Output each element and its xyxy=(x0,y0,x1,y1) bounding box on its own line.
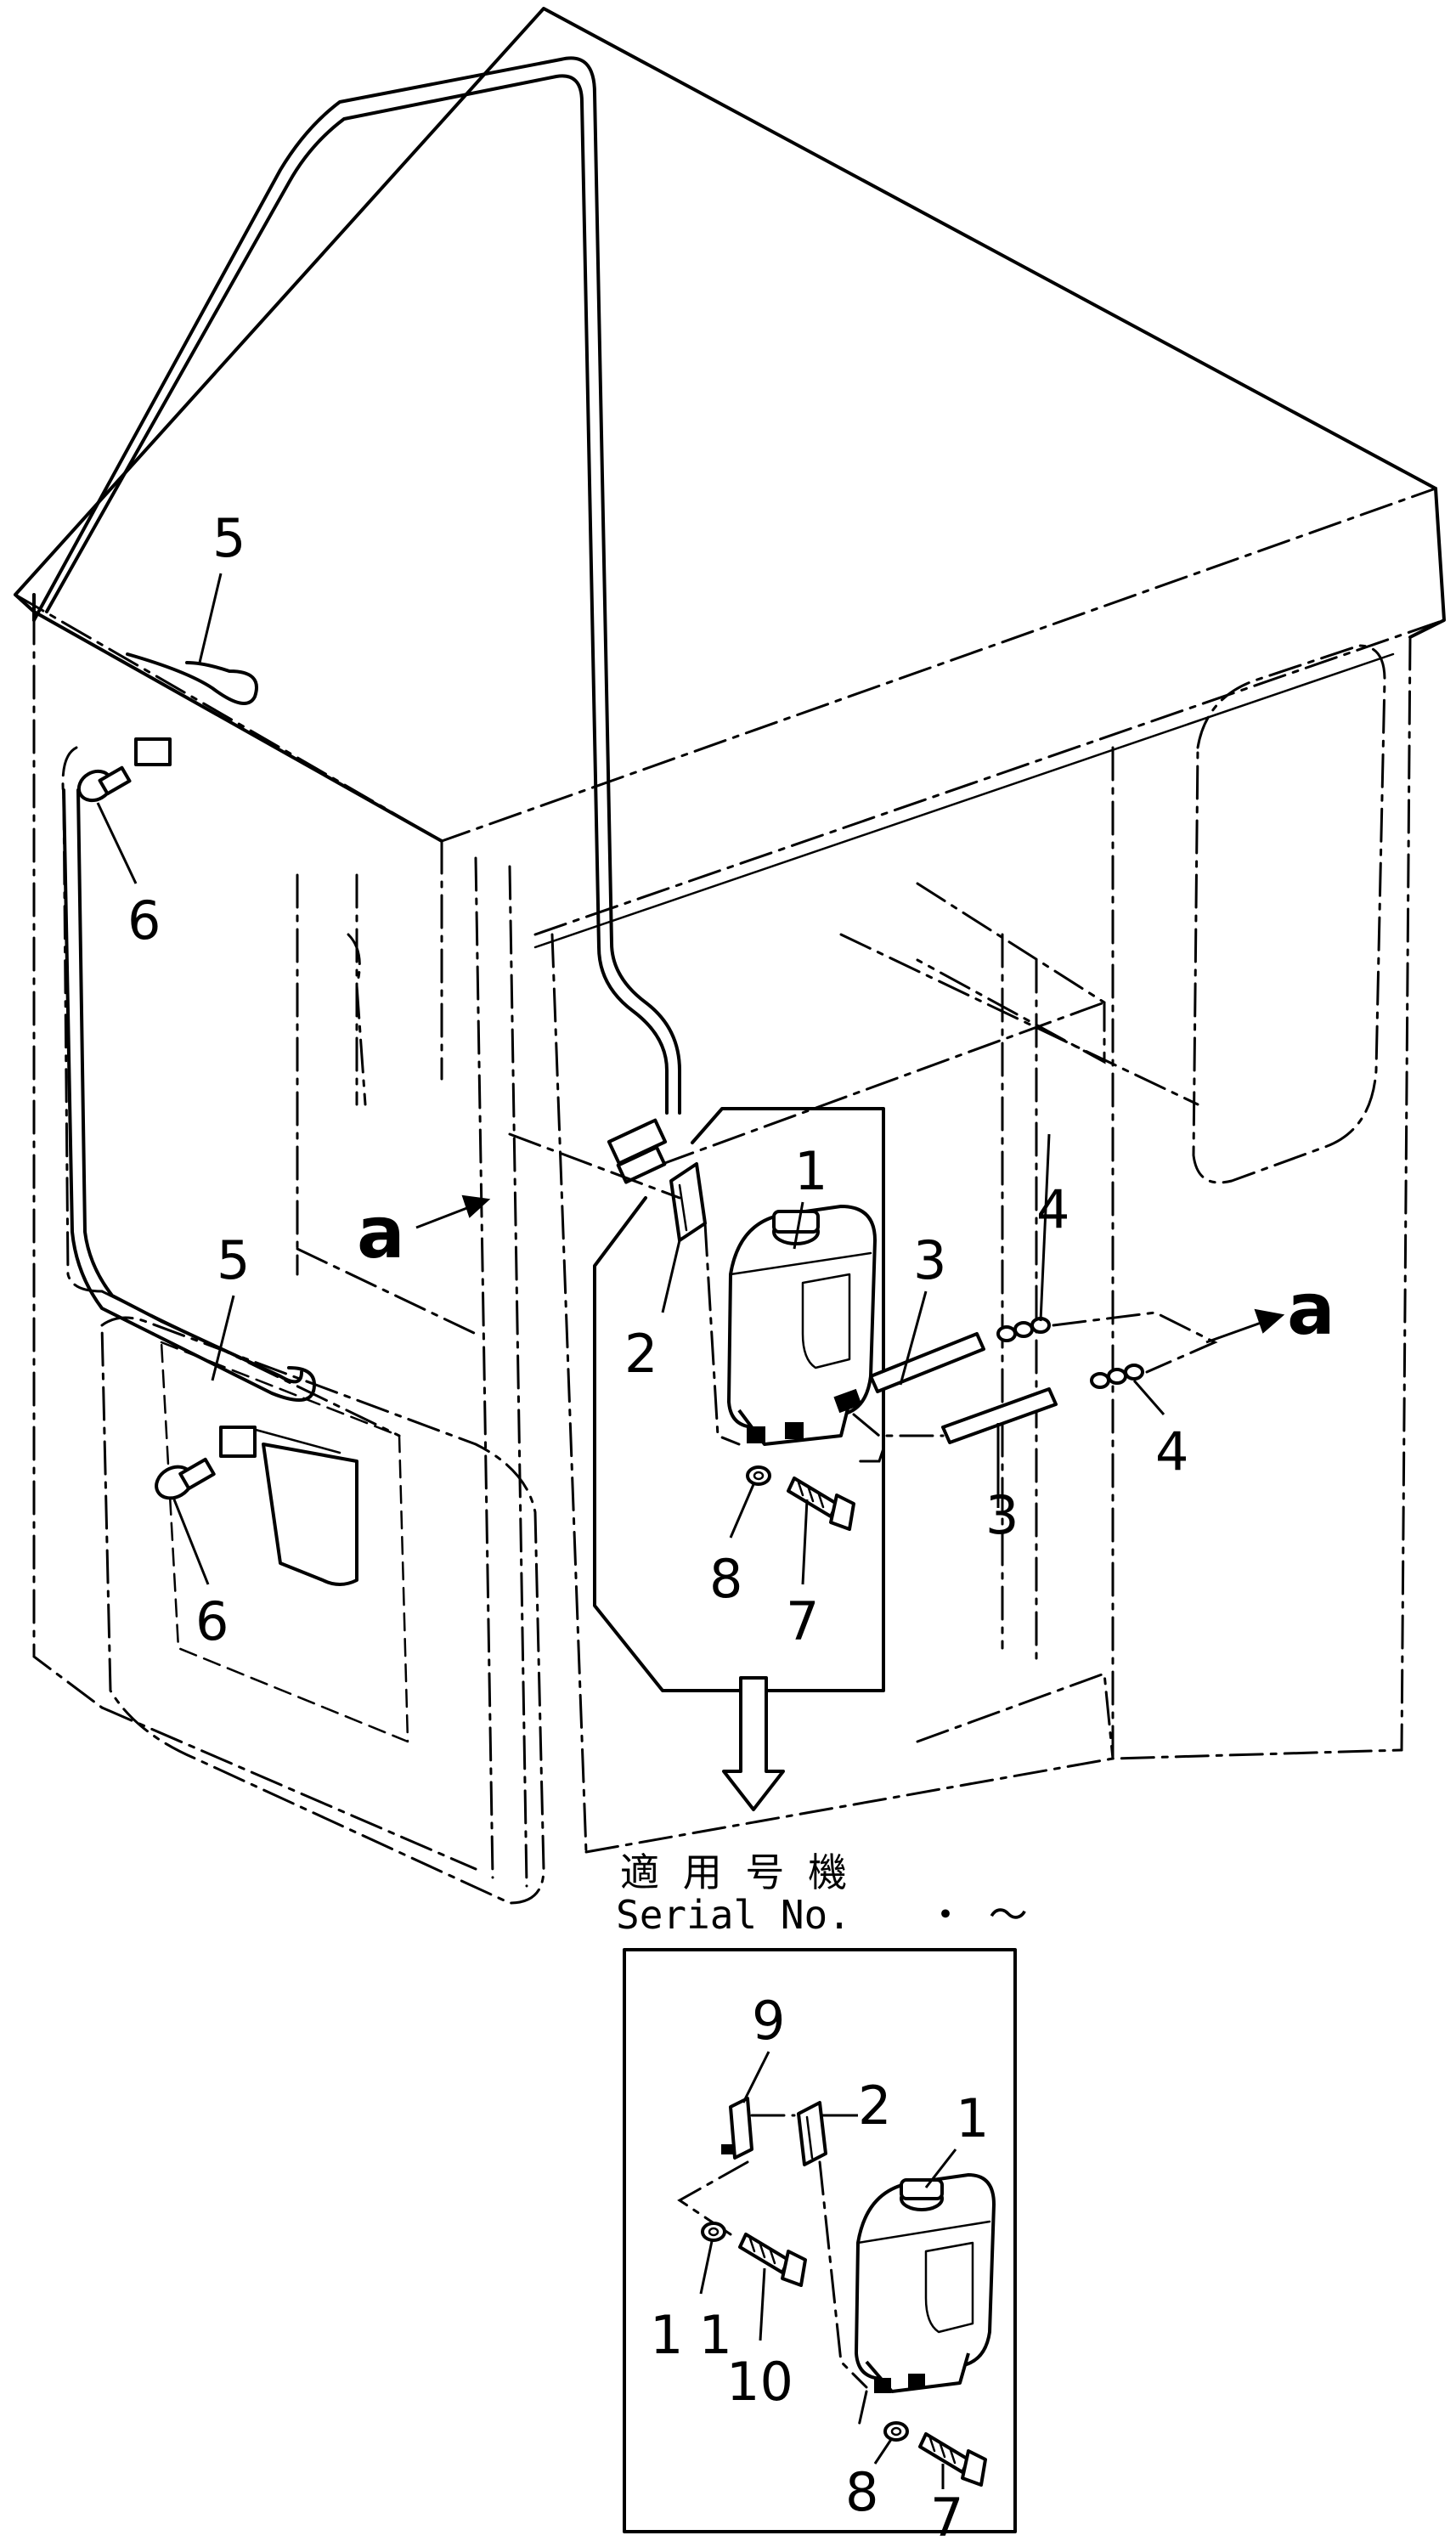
detail-transition-arrow xyxy=(722,1676,785,1811)
serial-label-en: Serial No. xyxy=(616,1892,851,1938)
washer-tank-main xyxy=(727,1205,877,1446)
view-labels: a a xyxy=(357,1191,1335,1351)
washer-hose xyxy=(32,56,681,1402)
callout-5-lower: 5 xyxy=(217,1229,250,1291)
callout-4-upper: 4 xyxy=(1036,1178,1069,1240)
callout-11-variant: 11 xyxy=(650,2304,748,2366)
detail-view-serial-variant xyxy=(623,1948,1017,2533)
bolt-main xyxy=(787,1477,855,1531)
callout-3-upper: 3 xyxy=(913,1229,946,1291)
washer-main xyxy=(746,1465,771,1486)
washer-tank-variant xyxy=(855,2173,996,2393)
washer-tube-lower xyxy=(941,1387,1058,1444)
serial-label-jp: 適 用 号 機 xyxy=(620,1849,847,1895)
callout-6-lower: 6 xyxy=(195,1590,229,1652)
washer-8-variant xyxy=(883,2421,909,2442)
view-marker-right: a xyxy=(1287,1268,1335,1351)
view-arrow-left xyxy=(415,1194,491,1229)
callout-5-upper: 5 xyxy=(212,507,245,569)
callout-7-variant: 7 xyxy=(930,2487,963,2541)
washer-nozzle-lower xyxy=(155,1426,257,1500)
washer-nozzle-upper xyxy=(76,737,172,803)
serial-range: ・ ～ xyxy=(926,1892,1028,1938)
bolt-10-variant xyxy=(738,2233,807,2287)
callout-9-variant: 9 xyxy=(752,1990,785,2052)
callout-7-main: 7 xyxy=(786,1590,819,1652)
hose-joint-upper xyxy=(996,1317,1051,1342)
callout-4-lower: 4 xyxy=(1155,1420,1188,1482)
assembly-lines-main xyxy=(508,1132,1218,1463)
mounting-bracket-variant xyxy=(797,2101,827,2166)
callout-1-variant: 1 xyxy=(956,2087,989,2149)
hose-joint-lower xyxy=(1090,1364,1144,1389)
view-marker-left: a xyxy=(357,1191,405,1274)
callout-2-main: 2 xyxy=(624,1323,657,1385)
detail-view-main xyxy=(593,1107,885,1692)
view-arrow-right xyxy=(1205,1308,1285,1344)
callout-6-upper: 6 xyxy=(127,889,161,951)
serial-number-label: 適 用 号 機 Serial No. ・ ～ xyxy=(616,1849,1028,1938)
callout-labels: 5 6 5 6 1 2 3 4 4 3 8 7 9 2 1 11 10 8 7 xyxy=(127,507,1188,2541)
mounting-bracket-main xyxy=(669,1162,707,1242)
cab-outline xyxy=(14,7,1446,1905)
washer-tube-upper xyxy=(869,1332,985,1393)
leader-lines xyxy=(96,573,1165,2489)
callout-10-variant: 10 xyxy=(726,2351,793,2413)
callout-8-main: 8 xyxy=(709,1548,742,1610)
callout-1-main: 1 xyxy=(794,1140,827,1202)
callout-8-variant: 8 xyxy=(845,2461,878,2523)
bolt-7-variant xyxy=(918,2432,987,2487)
callout-2-variant: 2 xyxy=(858,2075,891,2137)
washer-11-variant xyxy=(701,2222,726,2242)
bracket-9-variant xyxy=(721,2097,753,2160)
callout-3-lower: 3 xyxy=(985,1484,1019,1546)
